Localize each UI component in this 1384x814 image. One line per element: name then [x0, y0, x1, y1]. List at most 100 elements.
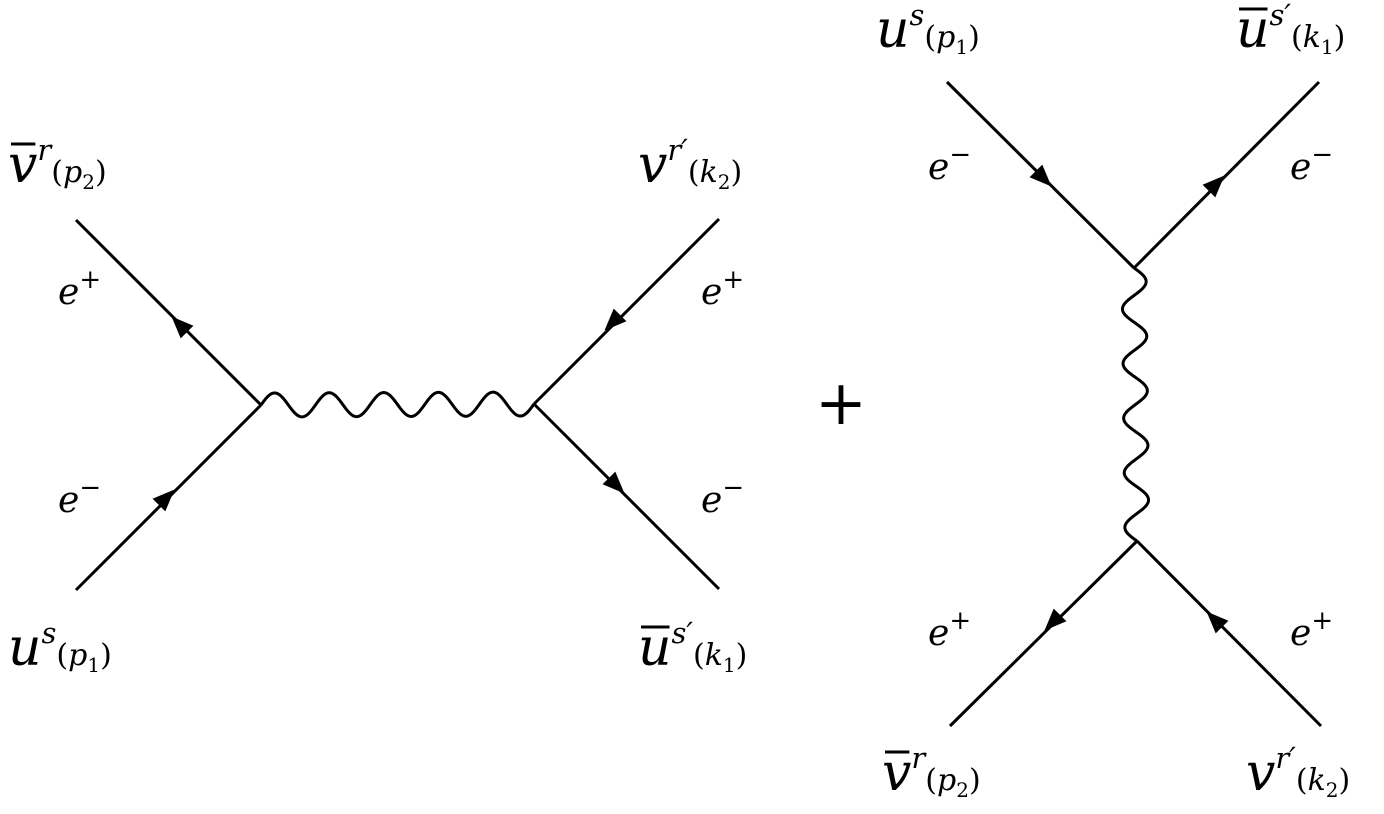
spinor-symbol: u	[876, 0, 910, 60]
open-paren: (	[56, 638, 68, 673]
open-paren: (	[51, 155, 63, 190]
spinor-symbol: v	[638, 135, 667, 195]
spin-index: s	[42, 616, 57, 650]
diagram-s-channel	[74, 217, 721, 592]
particle-label: e−	[701, 473, 744, 521]
leg-label-t-channel-bottom-right: vr′(k2) e+	[1246, 606, 1350, 803]
particle-label: e+	[58, 265, 101, 313]
photon-propagator-vertical	[1120, 266, 1151, 543]
leg-label-s-channel-top-right: vr′(k2) e+	[638, 133, 744, 313]
spinor-label: us(p1)	[8, 616, 112, 678]
momentum-subscript: 1	[955, 35, 968, 59]
leg-label-t-channel-top-right: us′(k1)e−	[1236, 0, 1345, 188]
momentum-symbol: p	[937, 763, 956, 798]
particle-label: e+	[1290, 606, 1333, 654]
particle-symbol: e	[58, 272, 79, 313]
spinor-symbol: u	[8, 618, 42, 678]
arrow-bottom-right-leg	[1206, 611, 1229, 634]
charge-sign: −	[949, 140, 971, 170]
momentum-symbol: k	[700, 155, 718, 190]
momentum-symbol: k	[1303, 20, 1321, 55]
leg-labels: vr(p2)e+us(p1)e−vr′(k2)e+us′(k1)e−us(p1)…	[8, 0, 1350, 803]
close-paren: )	[1338, 763, 1350, 798]
particle-symbol: e	[1290, 613, 1311, 654]
fermion-line-top-left	[74, 218, 263, 407]
particle-label: e+	[701, 265, 744, 313]
charge-sign: −	[79, 473, 101, 503]
momentum-symbol: p	[63, 155, 82, 190]
particle-symbol: e	[58, 480, 79, 521]
spin-index: r	[911, 741, 927, 775]
fermion-line-bottom-right	[1135, 539, 1323, 728]
arrow-bottom-left-leg	[1044, 608, 1067, 631]
spin-index: r	[37, 133, 53, 167]
leg-label-s-channel-bottom-right: us′(k1) e−	[638, 473, 747, 678]
spin-index: s	[910, 0, 925, 32]
spinor-label: us′(k1)	[638, 616, 747, 678]
open-paren: (	[925, 763, 937, 798]
fermion-line-top-right	[1132, 80, 1321, 270]
charge-sign: −	[722, 473, 744, 503]
close-paren: )	[1334, 20, 1346, 55]
open-paren: (	[1291, 20, 1303, 55]
particle-label: e−	[58, 473, 101, 521]
arrow-top-right-leg	[1202, 175, 1225, 198]
charge-sign: +	[1311, 606, 1333, 636]
close-paren: )	[100, 638, 112, 673]
fermion-line-top-right	[532, 217, 721, 406]
particle-symbol: e	[1290, 147, 1311, 188]
open-paren: (	[924, 20, 936, 55]
charge-sign: +	[949, 606, 971, 636]
close-paren: )	[95, 155, 107, 190]
spin-index: s′	[1270, 0, 1292, 32]
charge-sign: −	[1311, 140, 1333, 170]
fermion-line-bottom-right	[532, 402, 721, 591]
spin-index: r′	[667, 133, 688, 167]
fermion-line-bottom-left	[948, 539, 1139, 728]
close-paren: )	[730, 155, 742, 190]
diagram-t-channel	[945, 80, 1323, 728]
arrow-top-left-leg	[1029, 164, 1052, 187]
leg-label-s-channel-bottom-left: us(p1) e−	[8, 473, 112, 678]
arrow-bottom-left-leg	[152, 489, 175, 512]
particle-label: e−	[1290, 140, 1333, 188]
arrow-top-right-leg	[604, 308, 627, 331]
particle-symbol: e	[928, 147, 949, 188]
spin-index: s′	[672, 616, 694, 650]
particle-symbol: e	[701, 480, 722, 521]
particle-symbol: e	[928, 613, 949, 654]
spinor-label: vr′(k2)	[1246, 741, 1350, 803]
open-paren: (	[1296, 763, 1308, 798]
spinor-label: vr(p2)	[8, 133, 107, 195]
charge-sign: +	[79, 265, 101, 295]
spinor-symbol: v	[1246, 743, 1275, 803]
momentum-subscript: 2	[718, 170, 731, 194]
particle-label: e+	[928, 606, 971, 654]
particle-symbol: e	[701, 272, 722, 313]
momentum-subscript: 2	[1326, 778, 1339, 802]
leg-label-t-channel-bottom-left: vr(p2) e+	[882, 606, 981, 803]
spin-index: r′	[1275, 741, 1296, 775]
momentum-symbol: p	[68, 638, 87, 673]
close-paren: )	[969, 763, 981, 798]
open-paren: (	[693, 638, 705, 673]
spinor-label: us(p1)	[876, 0, 980, 60]
plus-operator: +	[815, 366, 867, 439]
momentum-subscript: 2	[82, 170, 95, 194]
momentum-subscript: 2	[956, 778, 969, 802]
momentum-subscript: 1	[723, 653, 736, 677]
photon-propagator-horizontal	[259, 390, 536, 419]
momentum-symbol: k	[1308, 763, 1326, 798]
charge-sign: +	[722, 265, 744, 295]
momentum-subscript: 1	[1321, 35, 1334, 59]
open-paren: (	[688, 155, 700, 190]
spinor-label: vr′(k2)	[638, 133, 742, 195]
arrow-bottom-right-leg	[602, 471, 625, 494]
close-paren: )	[736, 638, 748, 673]
particle-label: e−	[928, 140, 971, 188]
leg-label-t-channel-top-left: us(p1) e−	[876, 0, 980, 188]
arrow-top-left-leg	[171, 316, 194, 339]
spinor-label: vr(p2)	[882, 741, 981, 803]
leg-label-s-channel-top-left: vr(p2) e+	[8, 133, 107, 313]
